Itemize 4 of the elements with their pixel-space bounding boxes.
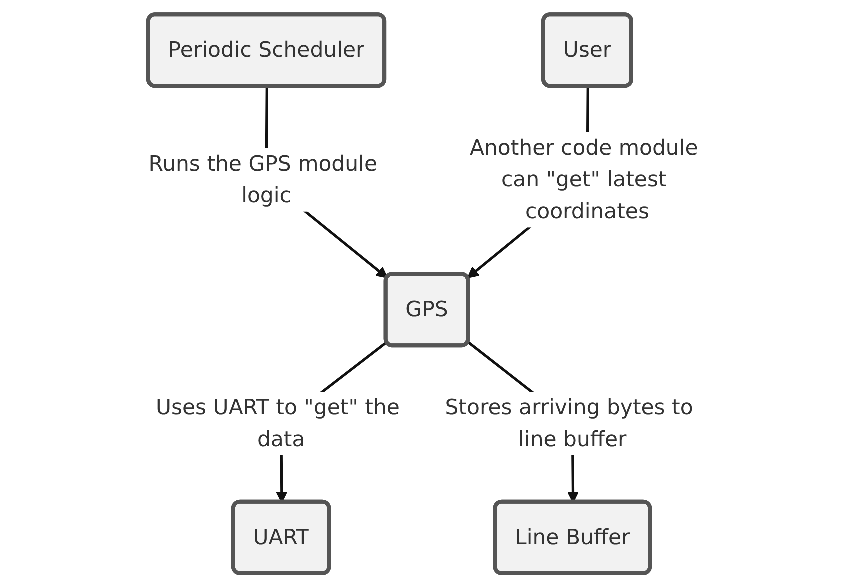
edge-label: Uses UART to "get" the data xyxy=(156,394,400,452)
edge-label: Stores arriving bytes to line buffer xyxy=(445,394,694,452)
edge-label: Another code module can "get" latest coordinates xyxy=(470,135,698,224)
edge-label: Runs the GPS module logic xyxy=(148,150,378,208)
